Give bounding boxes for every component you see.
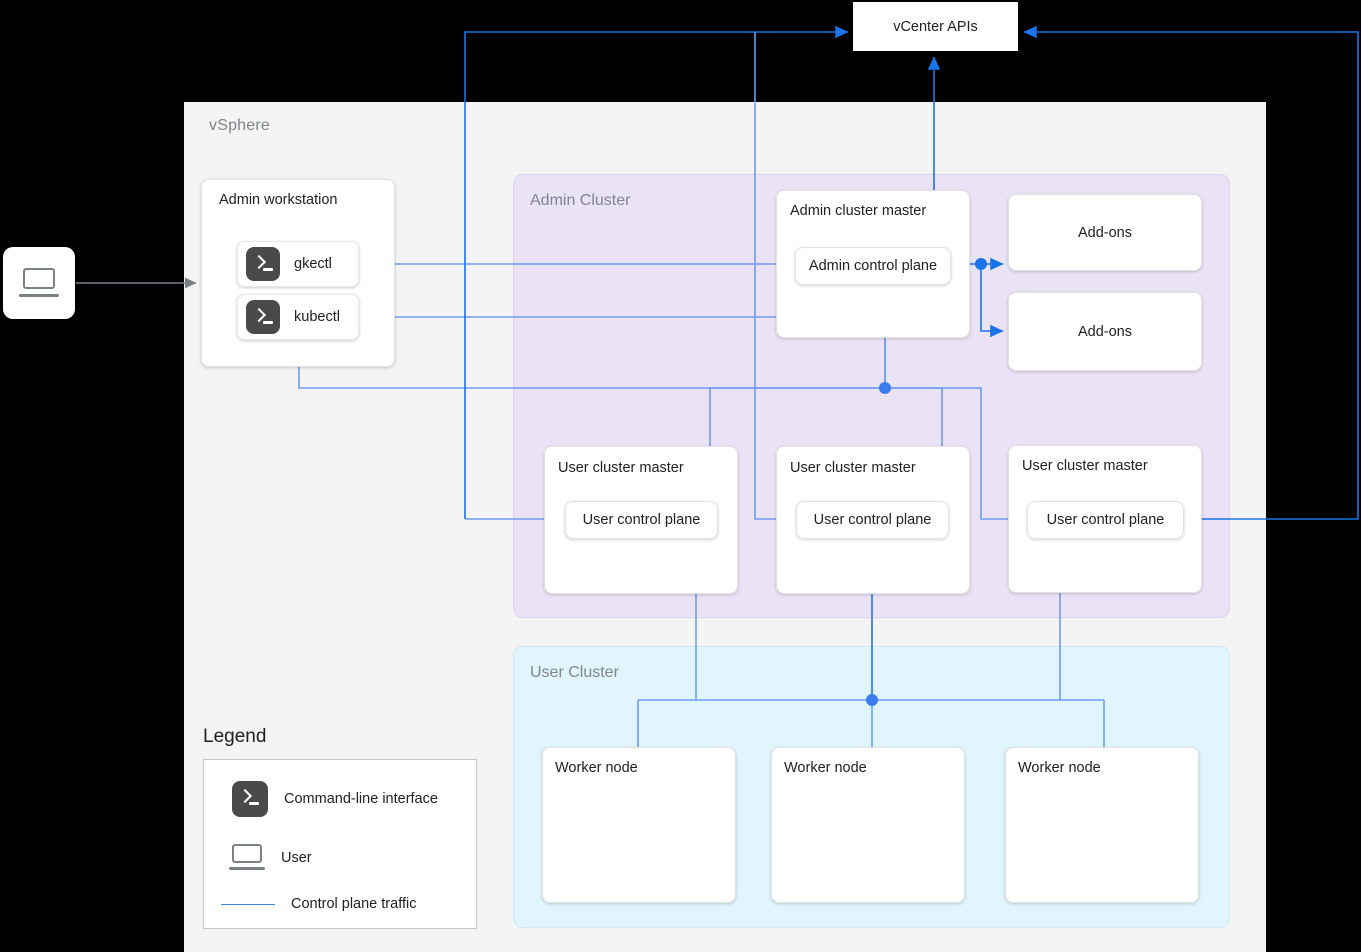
admin-control-plane-label: Admin control plane — [808, 258, 938, 274]
admin-cluster-master-title: Admin cluster master — [790, 203, 927, 219]
line-swatch-icon — [221, 903, 275, 905]
addons-box-2[interactable]: Add-ons — [1008, 292, 1202, 371]
worker-node-label-3: Worker node — [1018, 760, 1101, 776]
legend-item-user-label: User — [281, 849, 312, 866]
addons-box-1[interactable]: Add-ons — [1008, 194, 1202, 271]
vcenter-apis-box[interactable]: vCenter APIs — [853, 2, 1018, 51]
cli-chip-gkectl-label: gkectl — [294, 256, 332, 272]
vcenter-apis-label: vCenter APIs — [893, 18, 978, 35]
addons-label-1: Add-ons — [1077, 224, 1132, 241]
user-actor-box[interactable] — [3, 247, 75, 319]
worker-node-box-3[interactable]: Worker node — [1005, 747, 1199, 903]
user-cluster-master-title-2: User cluster master — [790, 460, 916, 476]
worker-node-box-1[interactable]: Worker node — [542, 747, 736, 903]
user-control-plane-box-3[interactable]: User control plane — [1027, 501, 1184, 539]
laptop-icon — [19, 268, 59, 298]
worker-node-label-2: Worker node — [784, 760, 867, 776]
cli-chip-gkectl[interactable]: gkectl — [237, 241, 359, 287]
user-cluster-master-title-1: User cluster master — [558, 460, 684, 476]
admin-workstation-title: Admin workstation — [219, 192, 338, 208]
cli-chip-kubectl[interactable]: kubectl — [237, 294, 359, 340]
user-control-plane-label-3: User control plane — [1046, 512, 1165, 528]
cli-chip-kubectl-label: kubectl — [294, 309, 340, 325]
legend-item-traffic: Control plane traffic — [221, 896, 416, 912]
legend-item-user: User — [229, 844, 312, 871]
worker-node-box-2[interactable]: Worker node — [771, 747, 965, 903]
terminal-icon — [246, 247, 280, 281]
user-control-plane-label-2: User control plane — [813, 512, 932, 528]
user-cluster-master-title-3: User cluster master — [1022, 458, 1148, 474]
terminal-icon — [246, 300, 280, 334]
legend-title: Legend — [203, 726, 267, 747]
user-cluster-label: User Cluster — [530, 664, 619, 681]
vsphere-label: vSphere — [209, 117, 270, 134]
addons-label-2: Add-ons — [1077, 323, 1132, 340]
worker-node-label-1: Worker node — [555, 760, 638, 776]
admin-control-plane-box[interactable]: Admin control plane — [795, 247, 951, 285]
user-control-plane-label-1: User control plane — [582, 512, 701, 528]
admin-cluster-label: Admin Cluster — [530, 192, 631, 209]
terminal-icon — [232, 781, 268, 817]
legend-item-cli-label: Command-line interface — [284, 791, 438, 807]
legend-item-traffic-label: Control plane traffic — [291, 896, 417, 912]
laptop-icon — [229, 844, 265, 871]
user-control-plane-box-2[interactable]: User control plane — [796, 501, 949, 539]
user-control-plane-box-1[interactable]: User control plane — [565, 501, 718, 539]
legend-item-cli: Command-line interface — [232, 781, 438, 817]
